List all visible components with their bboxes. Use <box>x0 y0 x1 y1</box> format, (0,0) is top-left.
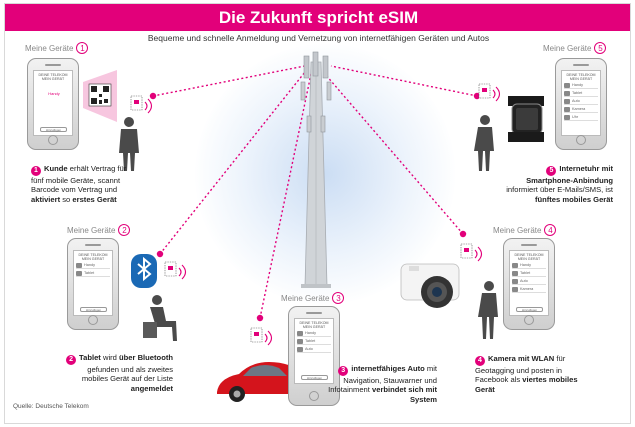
person-seated-icon <box>143 295 177 341</box>
connection-diagram <box>83 51 544 402</box>
step-text: Kamera mit WLAN <box>488 354 555 363</box>
smartwatch-icon <box>508 96 544 142</box>
infographic: Die Zukunft spricht eSIM Bequeme und sch… <box>4 3 631 424</box>
step-text: für Geotagging und posten in Facebook al… <box>475 354 566 385</box>
phone-screen-5: DEINE TELEKOM MEIN GERÄT Handy Tablet Au… <box>561 70 601 136</box>
dotted-links <box>152 65 478 319</box>
signal-waves-icon-2 <box>178 264 187 280</box>
step-text: Kunde <box>44 164 68 173</box>
link-dots <box>149 92 481 322</box>
step-text: aktiviert <box>31 194 61 204</box>
phone-screen-4: DEINE TELEKOM MEIN GERÄT Handy Tablet Au… <box>509 250 549 316</box>
step-text: wird <box>100 353 119 362</box>
link-5 <box>330 65 478 97</box>
phone-screen-3: DEINE TELEKOM MEIN GERÄT Handy Tablet Au… <box>294 318 334 384</box>
phone-1: DEINE TELEKOM MEIN GERÄT Handy Hinzufüge… <box>27 58 79 150</box>
step-text: erhält Vertrag für fünf mobile Geräte, s… <box>31 164 127 195</box>
step-text: Internetuhr mit Smartphone-Anbindung <box>526 164 613 185</box>
step-text: verbindet sich mit System <box>372 385 437 404</box>
sim-card-icon-4 <box>460 243 473 259</box>
step-text: viertes mobiles Gerät <box>475 375 578 394</box>
person-icon <box>119 117 139 171</box>
bluetooth-icon <box>131 254 157 288</box>
step-text: gefunden und als zweites mobiles Gerät a… <box>81 364 173 384</box>
subtitle: Bequeme und schnelle Anmeldung und Verne… <box>147 33 490 43</box>
phone-5: DEINE TELEKOM MEIN GERÄT Handy Tablet Au… <box>555 58 607 150</box>
phone-2: DEINE TELEKOM MEIN GERÄT Handy Tablet Hi… <box>67 238 119 330</box>
sim-card-icon <box>130 95 143 111</box>
step-text: angemeldet <box>130 383 173 393</box>
step-text: mit Navigation, Stauwarner und Infotainm… <box>328 364 437 395</box>
step-text: über Bluetooth <box>119 353 173 362</box>
step-number-badge: 5 <box>546 165 557 176</box>
step-number-badge: 4 <box>475 355 485 366</box>
camera-icon <box>400 263 460 308</box>
phone-screen-2: DEINE TELEKOM MEIN GERÄT Handy Tablet Hi… <box>73 250 113 316</box>
sim-card-icon-3 <box>250 327 263 343</box>
step-number-badge: 3 <box>338 365 349 376</box>
step-text: Tablet <box>79 353 101 362</box>
sim-card-icon-5 <box>478 83 491 99</box>
signal-waves-icon-4 <box>474 246 483 262</box>
source-credit: Quelle: Deutsche Telekom <box>13 403 89 410</box>
link-2 <box>159 71 306 255</box>
step-text: informiert über E-Mails/SMS, ist <box>506 185 613 195</box>
sim-card-icon-2 <box>164 261 177 277</box>
link-1 <box>152 65 306 97</box>
step-text: erstes Gerät <box>72 194 117 204</box>
step-number-badge: 2 <box>66 354 77 365</box>
cell-tower-icon <box>300 51 332 288</box>
step-text: so <box>60 194 73 204</box>
phone-4: DEINE TELEKOM MEIN GERÄT Handy Tablet Au… <box>503 238 555 330</box>
title-banner: Die Zukunft spricht eSIM <box>5 4 630 31</box>
step-text: internetfähiges Auto <box>351 364 425 373</box>
phone-3: DEINE TELEKOM MEIN GERÄT Handy Tablet Au… <box>288 306 340 406</box>
step-number-badge: 1 <box>31 165 41 176</box>
signal-waves-icon-5 <box>492 86 501 102</box>
link-4 <box>324 73 464 235</box>
phone-screen-1: DEINE TELEKOM MEIN GERÄT Handy Hinzufüge… <box>33 70 73 136</box>
qr-code-icon <box>88 83 112 107</box>
signal-waves-icon <box>144 98 153 114</box>
person-icon-5 <box>474 115 494 171</box>
title: Die Zukunft spricht eSIM <box>218 8 419 27</box>
person-photographer-icon <box>478 281 498 339</box>
signal-waves-icon-3 <box>264 330 273 346</box>
step-text: fünftes mobiles Gerät <box>534 194 613 204</box>
link-3 <box>259 73 312 319</box>
